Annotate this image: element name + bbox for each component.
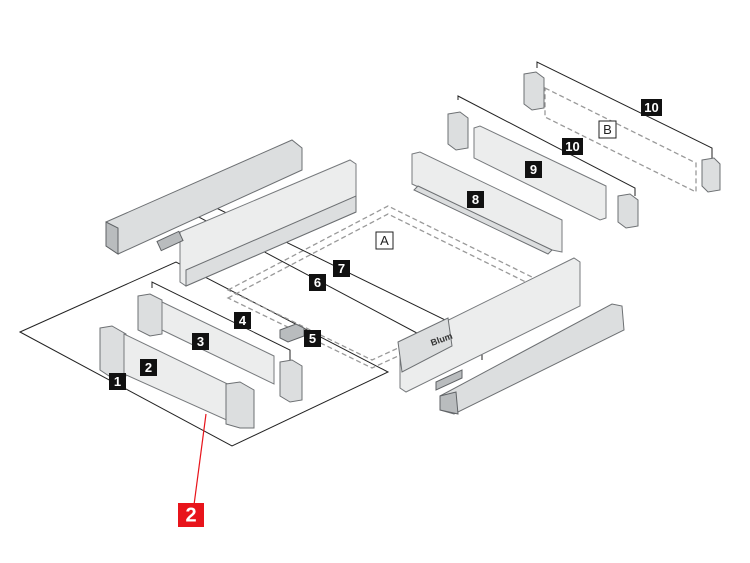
svg-text:2: 2 [145, 360, 152, 375]
bracket-10b-left [523, 71, 545, 111]
inner-front-panel-3 [161, 301, 275, 385]
svg-text:9: 9 [530, 162, 537, 177]
svg-text:4: 4 [239, 313, 247, 328]
part-label-8: 8 [467, 191, 484, 208]
left-runner-rail-side [105, 221, 119, 255]
side-panel-8-flange [413, 185, 553, 255]
leader-line-4 [151, 281, 291, 360]
svg-text:10: 10 [644, 100, 658, 115]
connector-5 [279, 323, 305, 343]
svg-text:B: B [603, 122, 612, 137]
svg-text:8: 8 [472, 192, 479, 207]
leader-line-10b [536, 61, 713, 158]
part-label-2: 2 [140, 359, 157, 376]
part-label-1: 1 [109, 373, 126, 390]
part-label-7: 7 [333, 260, 350, 277]
right-clip [435, 369, 463, 391]
front-end-cap-right [225, 381, 255, 429]
svg-text:10: 10 [565, 139, 579, 154]
bracket-10a-left [447, 111, 469, 151]
part-label-5: 5 [304, 330, 321, 347]
part-label-10b: 10 [641, 99, 662, 116]
svg-text:6: 6 [314, 275, 321, 290]
svg-text:2: 2 [185, 505, 196, 527]
part-label-10a: 10 [562, 138, 583, 155]
svg-text:7: 7 [338, 261, 345, 276]
svg-text:3: 3 [197, 334, 204, 349]
assembly-label-b: B [598, 120, 617, 139]
assembly-label-a: A [375, 231, 394, 250]
part-label-9: 9 [525, 161, 542, 178]
part-label-4: 4 [234, 312, 251, 329]
right-front-bracket [397, 317, 453, 373]
drawer-back-b [544, 86, 697, 194]
base-outline [18, 261, 390, 447]
right-side-panel [399, 257, 581, 393]
front-end-cap-left [99, 325, 127, 379]
right-runner-rail-end [439, 391, 459, 415]
callout-line [193, 413, 207, 506]
left-side-panel-flange [185, 195, 357, 287]
part-label-6: 6 [309, 274, 326, 291]
side-panel-8 [411, 151, 563, 253]
inner-cap-right [279, 359, 303, 403]
svg-text:1: 1 [114, 374, 121, 389]
svg-text:5: 5 [309, 331, 316, 346]
inner-cap-left [137, 293, 163, 337]
part-label-3: 3 [192, 333, 209, 350]
bracket-10a-right [617, 193, 639, 229]
leader-line-10a [457, 95, 636, 196]
left-front-bracket [156, 230, 184, 252]
callout-label-2[interactable]: 2 [178, 503, 204, 527]
bracket-10b-right [701, 157, 721, 193]
svg-text:A: A [380, 233, 389, 248]
